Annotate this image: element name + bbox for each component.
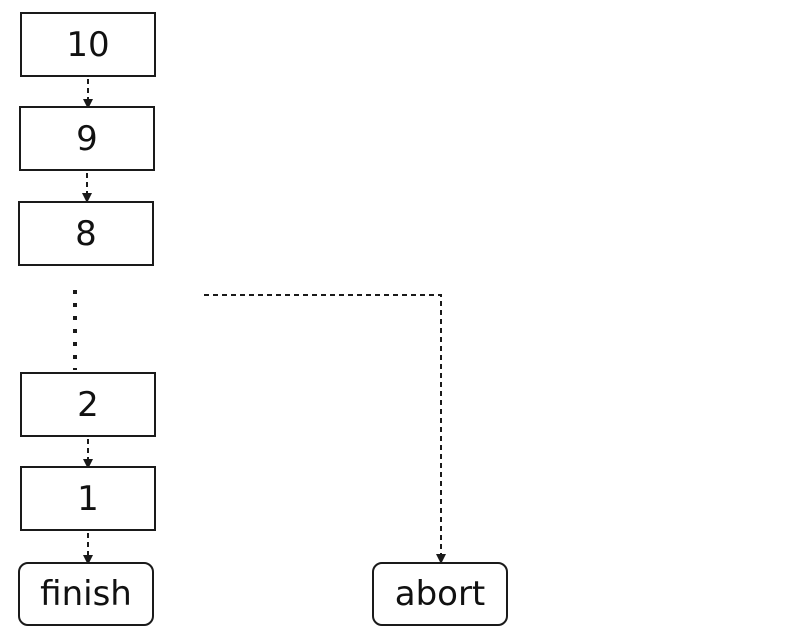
node-abort-label: abort	[394, 574, 486, 614]
node-finish: finish	[18, 562, 154, 626]
edge-to-abort	[204, 294, 446, 564]
node-10: 10	[20, 12, 156, 77]
node-abort: abort	[372, 562, 508, 626]
node-9-label: 9	[76, 118, 98, 159]
node-8-label: 8	[75, 213, 97, 254]
node-1: 1	[20, 466, 156, 531]
node-1-label: 1	[77, 478, 99, 519]
node-8: 8	[18, 201, 154, 266]
node-finish-label: finish	[40, 574, 132, 614]
node-9: 9	[19, 106, 155, 171]
node-2-label: 2	[77, 384, 99, 425]
node-10-label: 10	[66, 24, 110, 65]
node-2: 2	[20, 372, 156, 437]
